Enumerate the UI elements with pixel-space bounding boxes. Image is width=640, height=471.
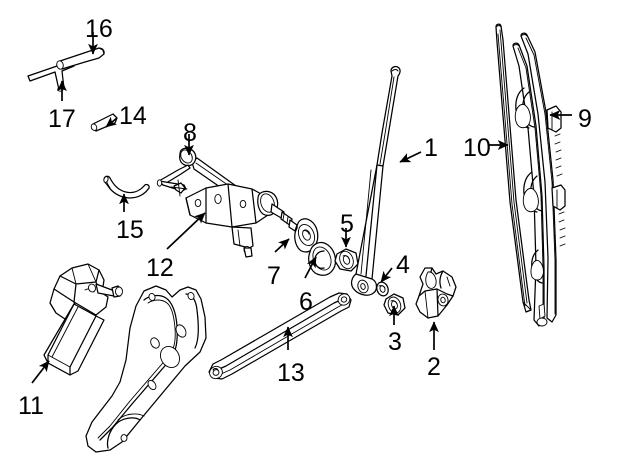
callout-label-6: 6: [299, 288, 313, 316]
callout-label-15: 15: [116, 216, 144, 244]
part-wiper-drive-link: [208, 292, 352, 380]
callout-label-17: 17: [48, 105, 76, 133]
part-washer-hose: [103, 175, 150, 199]
callout-label-12: 12: [146, 254, 174, 282]
part-wiper-insert-refill: [495, 23, 532, 313]
callout-label-13: 13: [277, 359, 305, 387]
part-wiper-pivot-bracket: [415, 267, 457, 319]
part-pivot-housing: [185, 183, 298, 258]
callout-label-16: 16: [85, 15, 113, 43]
callout-label-3: 3: [388, 328, 402, 356]
callout-label-5: 5: [340, 210, 354, 238]
part-wiper-mounting-bracket: [85, 285, 207, 453]
callout-label-9: 9: [578, 105, 592, 133]
part-pivot-bushing: [294, 218, 319, 253]
callout-label-1: 1: [424, 134, 438, 162]
callout-label-10: 10: [463, 134, 491, 162]
callout-leaders: [31, 32, 572, 384]
callout-label-4: 4: [396, 251, 410, 279]
callout-label-7: 7: [267, 262, 281, 290]
part-pivot-cap: [308, 242, 337, 276]
part-pivot-shaft-nut: [334, 248, 359, 272]
callout-label-8: 8: [183, 119, 197, 147]
callout-label-11: 11: [18, 392, 44, 420]
part-flat-washer: [376, 281, 389, 297]
part-wiper-arm: [350, 65, 401, 296]
part-wiper-blade: [512, 32, 566, 327]
callout-label-14: 14: [119, 102, 147, 130]
callout-label-2: 2: [427, 353, 441, 381]
